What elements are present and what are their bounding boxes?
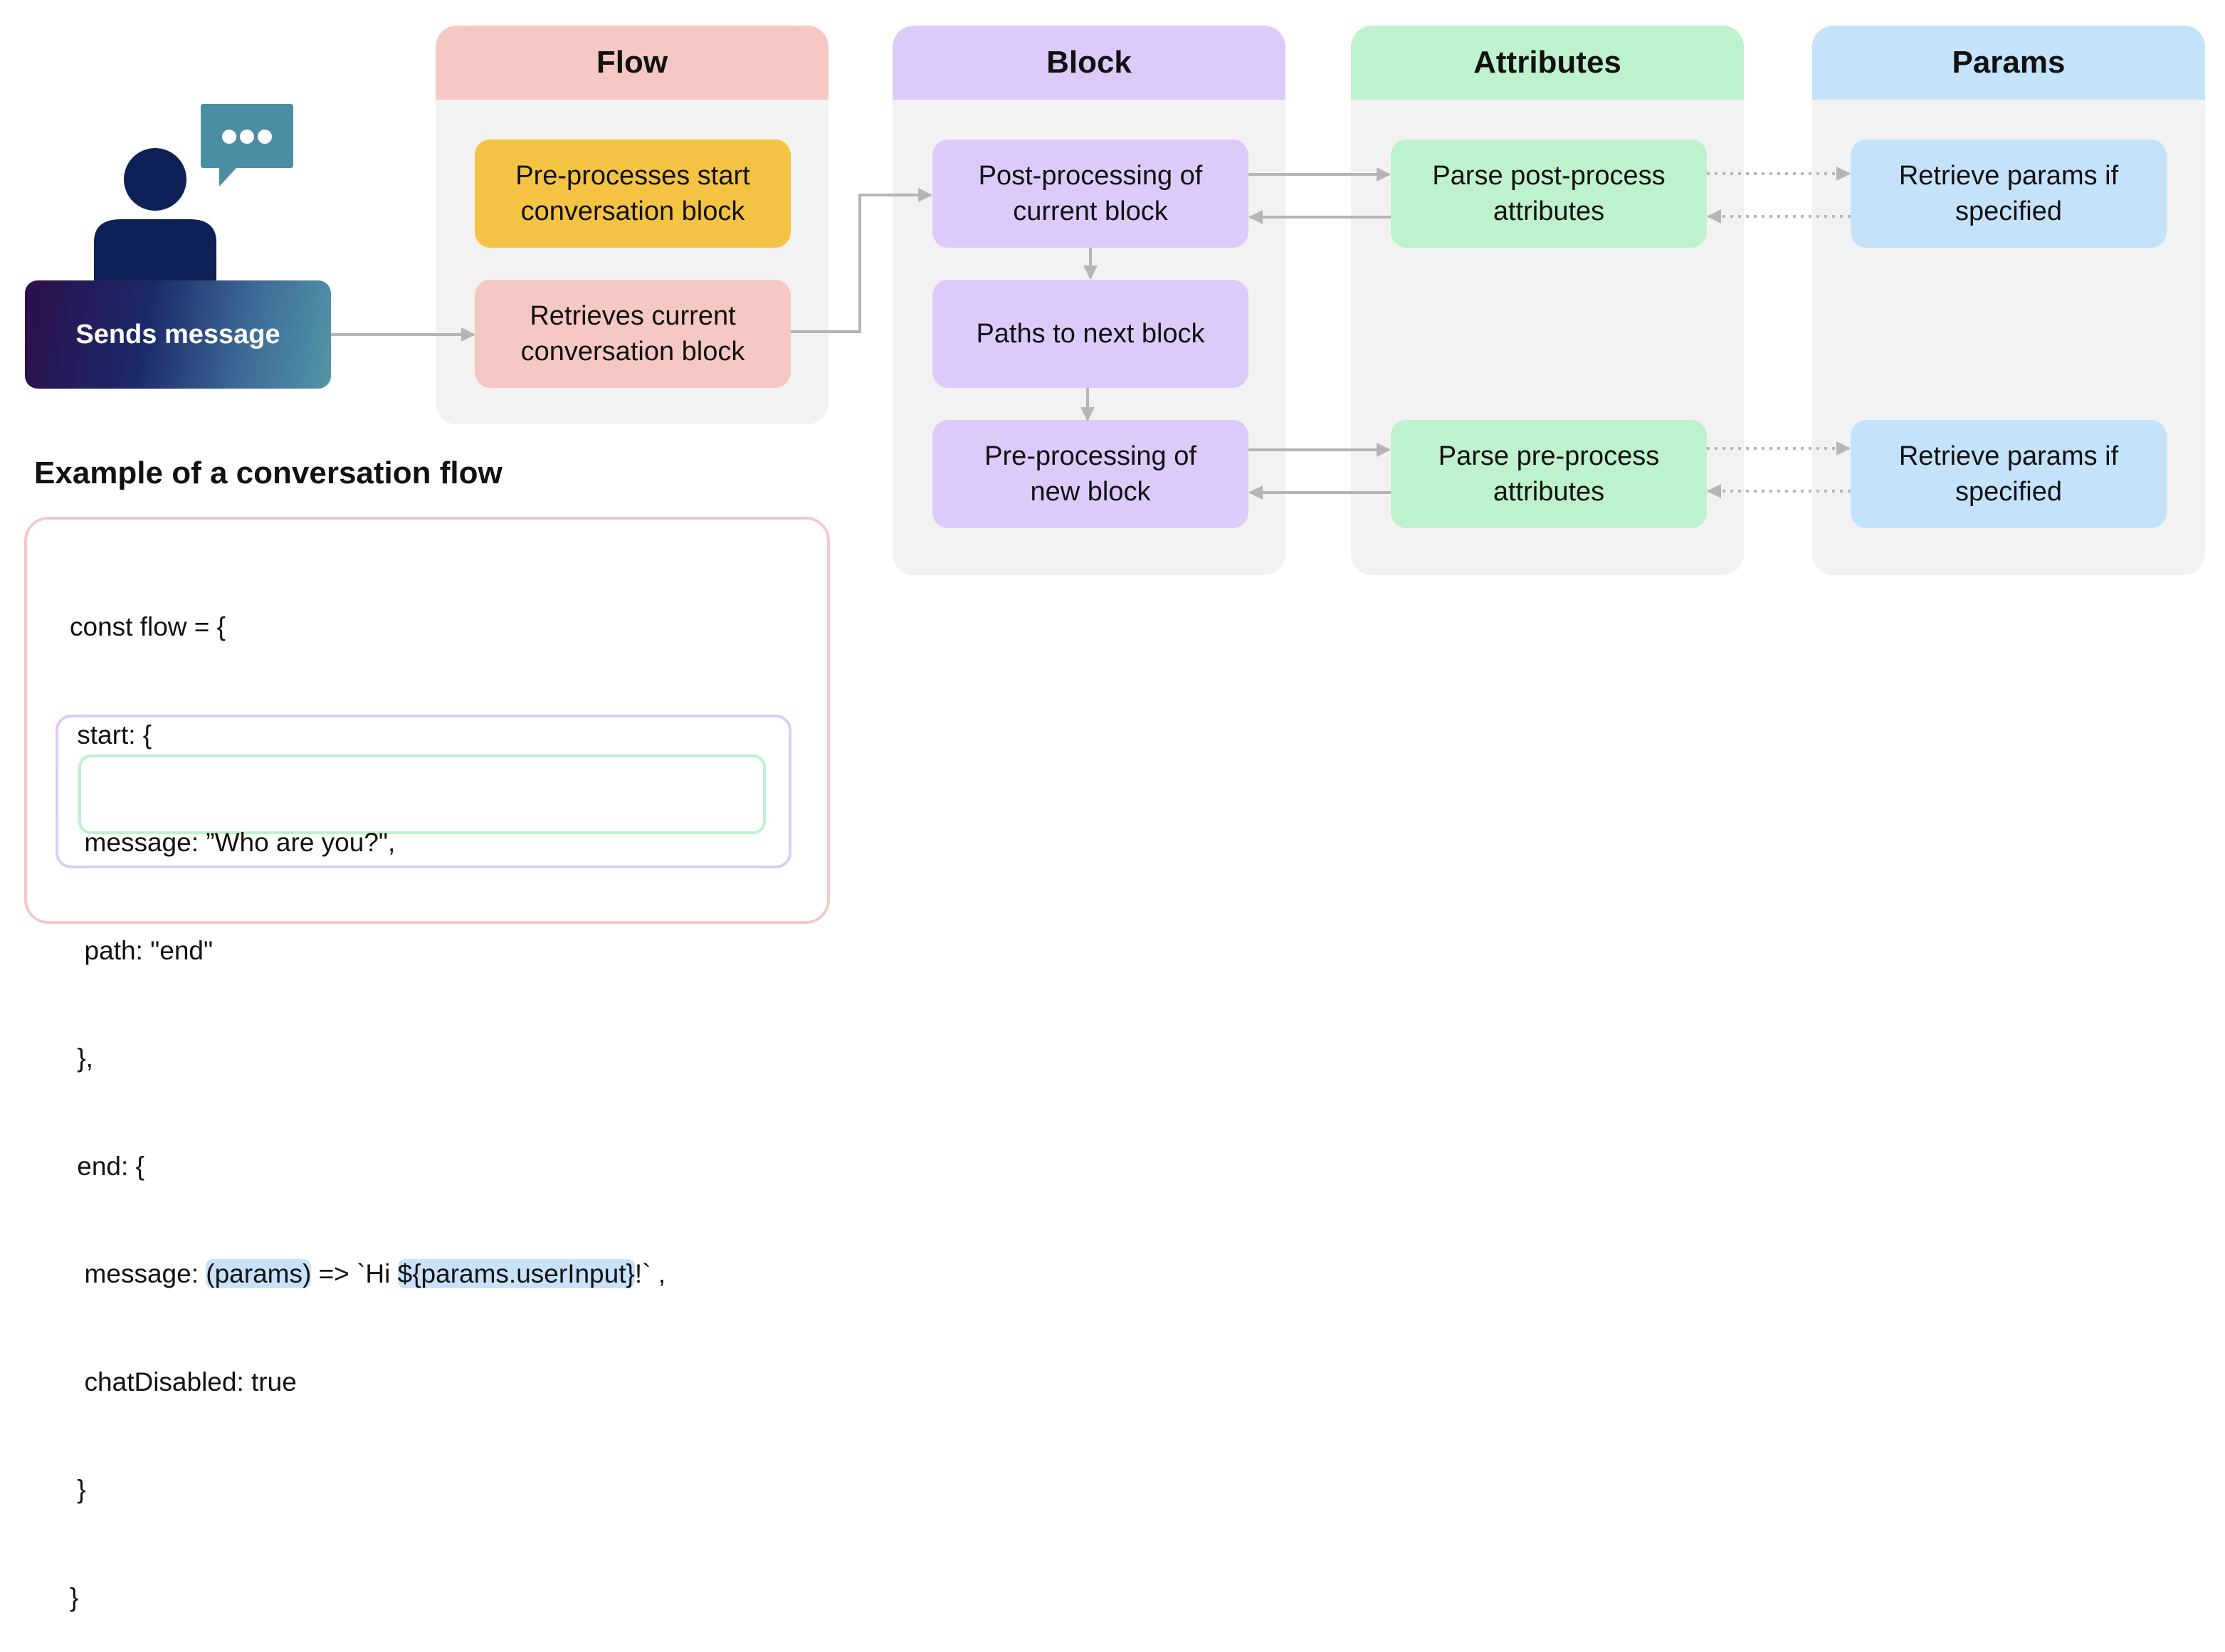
sends-message-label: Sends message [75,319,280,349]
params-column-header: Params [1812,26,2205,100]
code-line-6: end: { [70,1151,144,1181]
attributes-column-header: Attributes [1351,26,1744,100]
code-line-4: path: "end" [70,935,214,965]
code-line-7: message: (params) => `Hi ${params.userIn… [70,1259,666,1288]
sends-message-box: Sends message [25,280,331,389]
connector-arrows [331,167,1851,500]
params-box-pre: Retrieve params if specified [1851,420,2167,528]
block-column-title: Block [1046,45,1132,80]
code-line-2: start: { [70,720,152,749]
code-line-10: } [70,1582,79,1612]
flow-box-preprocess-start: Pre-processes start conversation block [475,140,791,248]
flow-column-title: Flow [596,45,668,80]
params-highlight: (params) [206,1259,312,1288]
flow-column-header: Flow [436,26,829,100]
chat-bubble-icon [199,104,295,189]
attributes-column-title: Attributes [1473,45,1621,80]
example-end-block-frame [56,715,791,868]
block-box-post-processing: Post-processing of current block [932,140,1248,248]
block-column-header: Block [893,26,1285,100]
code-line-1: const flow = { [70,612,226,641]
code-line-5: }, [70,1043,93,1073]
code-line-3: message: ”Who are you?", [70,828,396,857]
example-code-outer-frame [24,517,830,924]
attributes-box-post-process: Parse post-process attributes [1391,140,1707,248]
person-icon [94,148,216,285]
attributes-box-pre-process: Parse pre-process attributes [1391,420,1707,528]
params-column-title: Params [1952,45,2066,80]
block-box-paths-next: Paths to next block [932,280,1248,388]
code-line-9: } [70,1475,86,1504]
arrow-flow-to-block [791,188,932,333]
code-line-8: chatDisabled: true [70,1367,297,1396]
flow-box-retrieve-current: Retrieves current conversation block [475,280,791,388]
block-box-pre-processing: Pre-processing of new block [932,420,1248,528]
user-figure [93,100,292,285]
example-attributes-frame [78,754,766,834]
example-title: Example of a conversation flow [34,456,503,490]
params-box-post: Retrieve params if specified [1851,140,2167,248]
user-input-highlight: ${params.userInput} [397,1259,635,1288]
example-code: const flow = { start: { message: ”Who ar… [70,537,666,1652]
